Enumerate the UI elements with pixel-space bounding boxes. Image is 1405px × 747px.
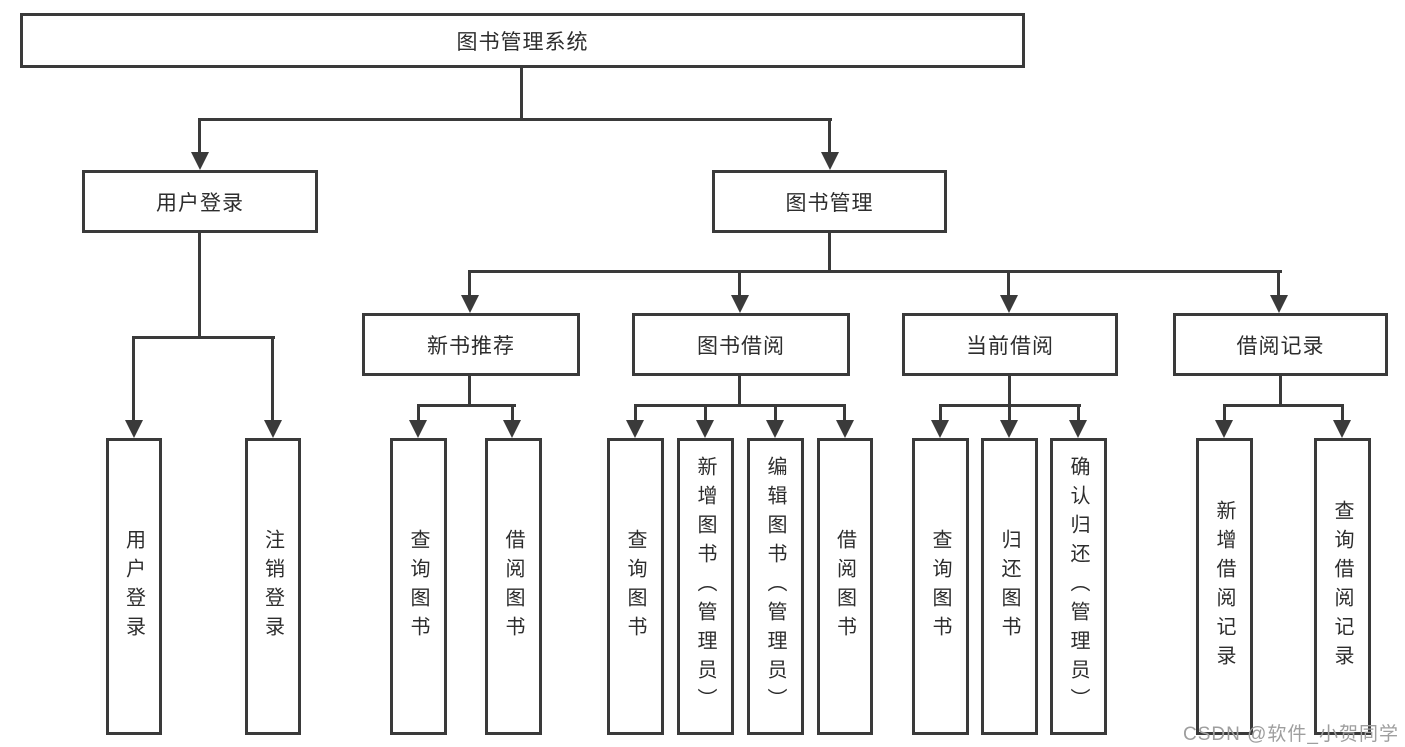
leaf-edit-books-admin: 编辑图书（管理员） xyxy=(747,438,804,735)
connector-line xyxy=(132,336,275,339)
node-current-borrowing: 当前借阅 xyxy=(902,313,1118,376)
connector-line xyxy=(198,118,832,121)
connector-line xyxy=(1008,376,1011,406)
connector-line xyxy=(1341,404,1344,421)
arrow-down xyxy=(1000,295,1018,313)
arrow-down xyxy=(931,420,949,438)
connector-line xyxy=(417,404,516,407)
connector-line xyxy=(939,404,942,421)
connector-line xyxy=(198,233,201,338)
connector-line xyxy=(704,404,707,421)
arrow-down xyxy=(1000,420,1018,438)
connector-line xyxy=(1223,404,1344,407)
leaf-query-books-current: 查询图书 xyxy=(912,438,969,735)
connector-line xyxy=(511,404,514,421)
connector-line xyxy=(132,336,135,421)
leaf-borrow-books-borrowing: 借阅图书 xyxy=(817,438,873,735)
connector-line xyxy=(417,404,420,421)
arrow-down xyxy=(409,420,427,438)
leaf-borrow-books-recommend: 借阅图书 xyxy=(485,438,542,735)
arrow-down xyxy=(731,295,749,313)
connector-line xyxy=(634,404,846,407)
connector-line xyxy=(774,404,777,421)
leaf-query-borrow-record: 查询借阅记录 xyxy=(1314,438,1371,735)
node-library-management-system: 图书管理系统 xyxy=(20,13,1025,68)
connector-line xyxy=(738,270,741,297)
leaf-return-books: 归还图书 xyxy=(981,438,1038,735)
arrow-down xyxy=(1270,295,1288,313)
connector-line xyxy=(1223,404,1226,421)
arrow-down xyxy=(503,420,521,438)
arrow-down xyxy=(836,420,854,438)
arrow-down xyxy=(1069,420,1087,438)
connector-line xyxy=(1279,376,1282,406)
leaf-add-borrow-record: 新增借阅记录 xyxy=(1196,438,1253,735)
leaf-logout: 注销登录 xyxy=(245,438,301,735)
arrow-down xyxy=(766,420,784,438)
arrow-down xyxy=(191,152,209,170)
node-book-borrowing: 图书借阅 xyxy=(632,313,850,376)
connector-line xyxy=(1007,270,1010,297)
arrow-down xyxy=(461,295,479,313)
connector-line xyxy=(198,118,201,154)
arrow-down xyxy=(1215,420,1233,438)
connector-line xyxy=(468,376,471,406)
arrow-down xyxy=(264,420,282,438)
leaf-confirm-return-admin: 确认归还（管理员） xyxy=(1050,438,1107,735)
node-user-login: 用户登录 xyxy=(82,170,318,233)
leaf-user-login: 用户登录 xyxy=(106,438,162,735)
arrow-down xyxy=(821,152,839,170)
connector-line xyxy=(271,336,274,421)
node-borrowing-records: 借阅记录 xyxy=(1173,313,1388,376)
connector-line xyxy=(828,118,831,154)
node-book-management: 图书管理 xyxy=(712,170,947,233)
connector-line xyxy=(828,232,831,272)
leaf-query-books-borrowing: 查询图书 xyxy=(607,438,664,735)
connector-line xyxy=(843,404,846,421)
arrow-down xyxy=(125,420,143,438)
connector-line xyxy=(469,270,1282,273)
arrow-down xyxy=(696,420,714,438)
connector-line xyxy=(738,376,741,406)
node-new-book-recommendation: 新书推荐 xyxy=(362,313,580,376)
arrow-down xyxy=(626,420,644,438)
arrow-down xyxy=(1333,420,1351,438)
watermark: CSDN @软件_小贺同学 xyxy=(1183,724,1399,745)
connector-line xyxy=(1277,270,1280,297)
connector-line xyxy=(634,404,637,421)
connector-line xyxy=(1008,404,1011,421)
connector-line xyxy=(468,270,471,297)
leaf-query-books-recommend: 查询图书 xyxy=(390,438,447,735)
leaf-add-books-admin: 新增图书（管理员） xyxy=(677,438,734,735)
connector-line xyxy=(1077,404,1080,421)
connector-line xyxy=(520,68,523,118)
